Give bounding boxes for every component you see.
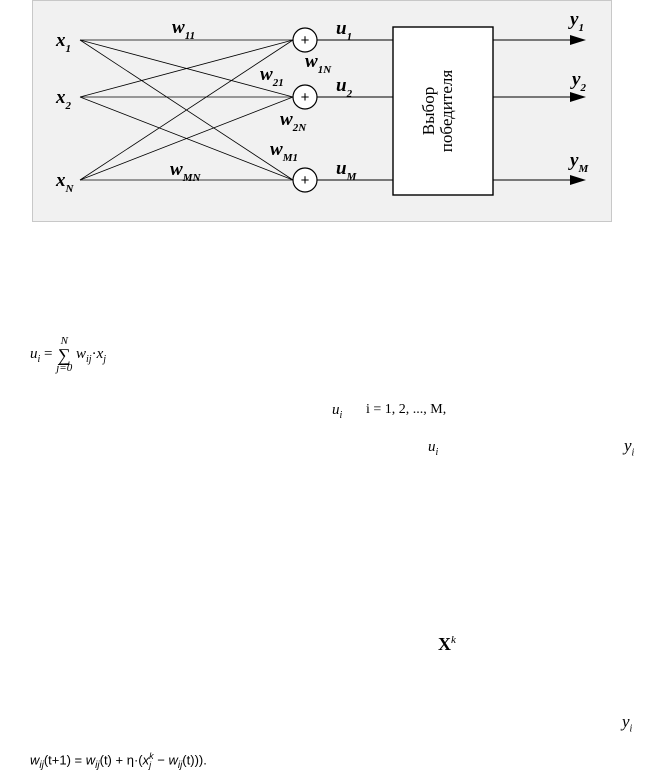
winner-block-label-line1: Выбор bbox=[419, 87, 438, 135]
sum-label-3: uM bbox=[336, 158, 358, 183]
formula-weighted-sum: ui = N ∑ j=0 wij·xj bbox=[30, 336, 106, 374]
summator-plus-1: + bbox=[301, 32, 310, 49]
upd-w2-arg: (t) bbox=[99, 752, 112, 768]
ui-second-symbol: u bbox=[428, 439, 436, 455]
upd-w-lhs-sub: ij bbox=[39, 760, 44, 772]
formula-x-sub: j bbox=[103, 353, 107, 365]
upd-x: x bbox=[142, 752, 150, 768]
diagram-frame bbox=[32, 0, 612, 222]
formula-lhs-sub: i bbox=[37, 353, 41, 365]
output-arrowhead-2 bbox=[570, 92, 586, 102]
upd-w3-sub: ij bbox=[177, 760, 183, 772]
input-label-1: x1 bbox=[55, 30, 71, 55]
xk-symbol: X bbox=[438, 634, 451, 654]
summator-plus-3: + bbox=[301, 172, 310, 189]
upd-eta: η bbox=[126, 752, 134, 768]
upd-eq: = bbox=[70, 752, 86, 768]
ui-second-sub: i bbox=[435, 447, 439, 458]
upd-w2-sub: ij bbox=[95, 760, 100, 772]
upd-w-lhs: w bbox=[30, 752, 40, 768]
text-yi-first: yi bbox=[624, 436, 634, 458]
upd-w-lhs-arg: (t+1) bbox=[43, 752, 71, 768]
formula-w: w bbox=[75, 345, 86, 362]
connection-line-x3-sum2 bbox=[79, 96, 294, 181]
text-index-range: i = 1, 2, ..., M, bbox=[366, 402, 447, 417]
weight-label-1n: w1N bbox=[305, 51, 332, 76]
yi-first-sub: i bbox=[631, 447, 635, 459]
weight-label-m1: wM1 bbox=[270, 139, 298, 164]
ui-symbol-sub: i bbox=[339, 410, 343, 421]
upd-w3: w bbox=[168, 752, 178, 768]
text-ui-index: ui bbox=[332, 402, 342, 421]
summator-plus-2: + bbox=[301, 89, 310, 106]
sum-sign: ∑ bbox=[57, 345, 71, 365]
formula-equals: = bbox=[44, 345, 53, 362]
formula-lhs: u bbox=[30, 345, 38, 362]
connection-line-x3-sum1 bbox=[79, 39, 294, 181]
formula-x: x bbox=[96, 345, 104, 362]
connection-line-x2-sum1 bbox=[79, 39, 294, 98]
weight-label-11: w11 bbox=[172, 17, 195, 42]
upd-plus: + bbox=[111, 752, 127, 768]
yi-second-sub: i bbox=[629, 723, 633, 735]
input-label-3: xN bbox=[55, 170, 75, 195]
output-label-1: y1 bbox=[568, 9, 584, 34]
text-yi-second: yi bbox=[622, 712, 632, 734]
formula-sum-operator: N ∑ j=0 bbox=[56, 336, 72, 374]
input-label-2: x2 bbox=[55, 87, 72, 112]
weight-label-21: w21 bbox=[260, 64, 284, 89]
winner-block-label-line2: победителя bbox=[437, 70, 456, 153]
xk-sup: k bbox=[451, 634, 456, 646]
output-label-2: y2 bbox=[570, 69, 586, 94]
upd-x-sup: k bbox=[149, 751, 154, 761]
sum-label-1: u1 bbox=[336, 18, 352, 43]
weight-label-mn: wMN bbox=[170, 159, 201, 184]
sum-upper-limit: N bbox=[60, 335, 68, 347]
output-arrowhead-1 bbox=[570, 35, 586, 45]
winner-selection-block bbox=[392, 26, 494, 196]
weight-label-2n: w2N bbox=[280, 109, 307, 134]
upd-close: )). bbox=[194, 752, 207, 768]
text-ui-second: ui bbox=[428, 439, 438, 458]
yi-first-symbol: y bbox=[624, 436, 632, 455]
yi-second-symbol: y bbox=[622, 712, 630, 731]
formula-dot: · bbox=[91, 345, 97, 362]
output-arrowhead-3 bbox=[570, 175, 586, 185]
upd-x-sub: j bbox=[149, 760, 152, 770]
ui-symbol: u bbox=[332, 402, 340, 418]
sum-lower-limit: j=0 bbox=[56, 362, 73, 374]
text-xk: Xk bbox=[438, 634, 456, 655]
upd-minus: − bbox=[153, 752, 169, 768]
sum-label-2: u2 bbox=[336, 75, 353, 100]
upd-dot: ·( bbox=[133, 752, 143, 768]
upd-w2: w bbox=[85, 752, 96, 768]
output-label-3: yM bbox=[568, 150, 589, 175]
upd-w3-arg: (t) bbox=[182, 752, 195, 768]
formula-w-sub: ij bbox=[86, 353, 92, 365]
